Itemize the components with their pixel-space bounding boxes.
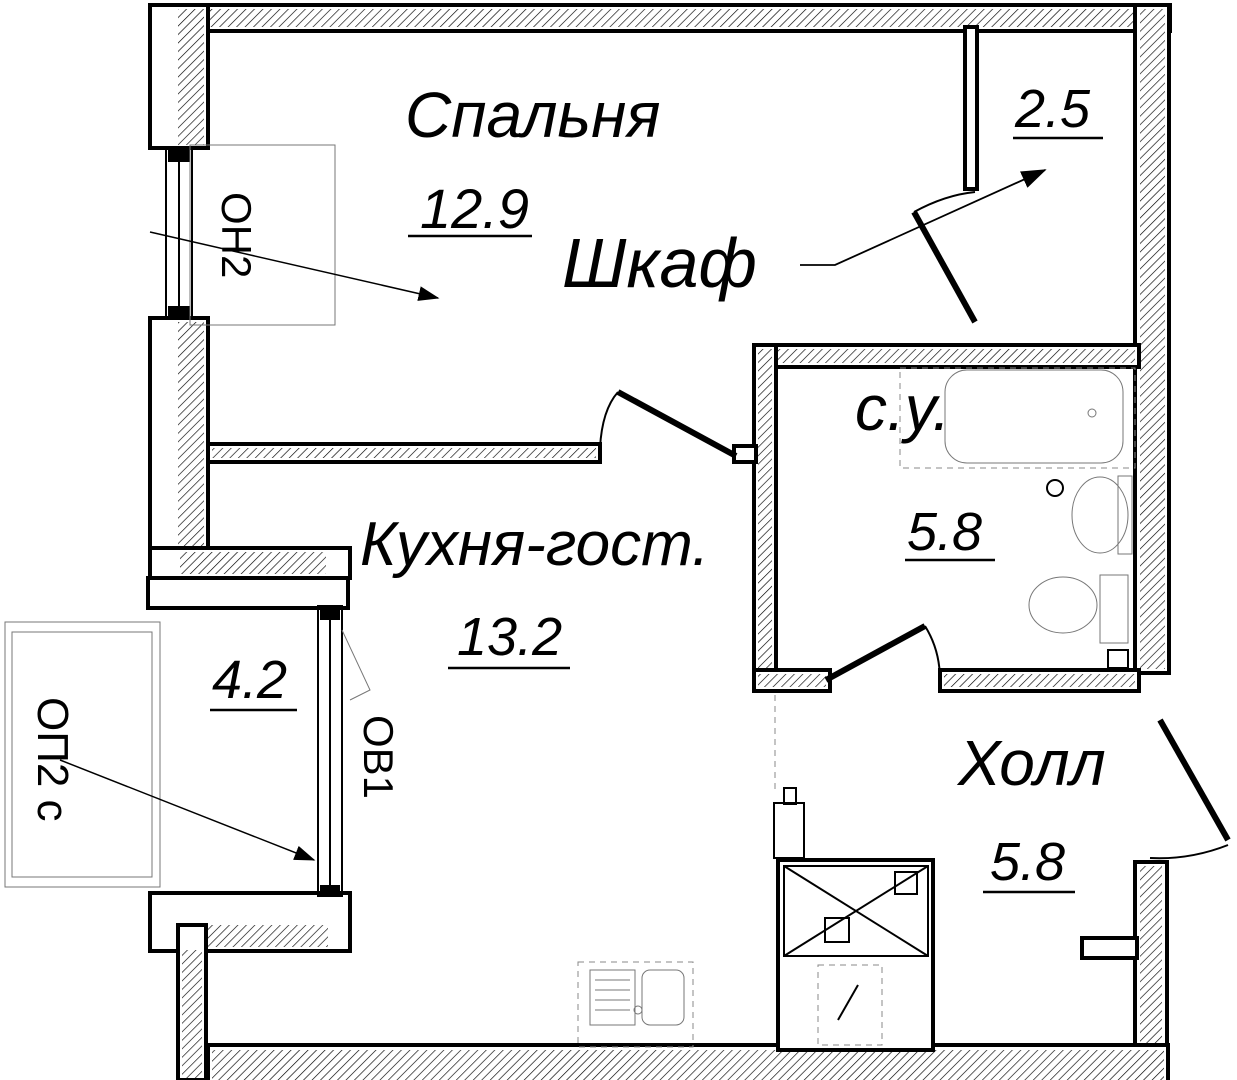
balcony-door-label: ОВ1 — [355, 715, 402, 799]
loggia-window-label: ОП2 с — [28, 697, 77, 822]
kitchen-living-area: 13.2 — [457, 607, 562, 667]
exterior-walls — [146, 3, 1172, 1080]
windows — [4, 144, 371, 897]
kitchen-living-name: Кухня-гост. — [360, 510, 709, 579]
doors — [599, 191, 1231, 860]
bathroom-area: 5.8 — [907, 502, 982, 562]
fixtures — [577, 367, 1136, 1048]
hall-name: Холл — [956, 727, 1106, 799]
bathroom-name: с.у. — [855, 372, 950, 444]
loggia-area: 4.2 — [212, 650, 287, 710]
closet-callout: Шкаф — [562, 224, 757, 302]
interior-walls — [206, 25, 1141, 1052]
closet-area: 2.5 — [1014, 79, 1091, 139]
bedroom-area: 12.9 — [420, 177, 529, 240]
bedroom-name: Спальня — [405, 79, 660, 151]
window-bedroom-label: ОН2 — [213, 192, 260, 278]
hall-area: 5.8 — [990, 832, 1065, 892]
